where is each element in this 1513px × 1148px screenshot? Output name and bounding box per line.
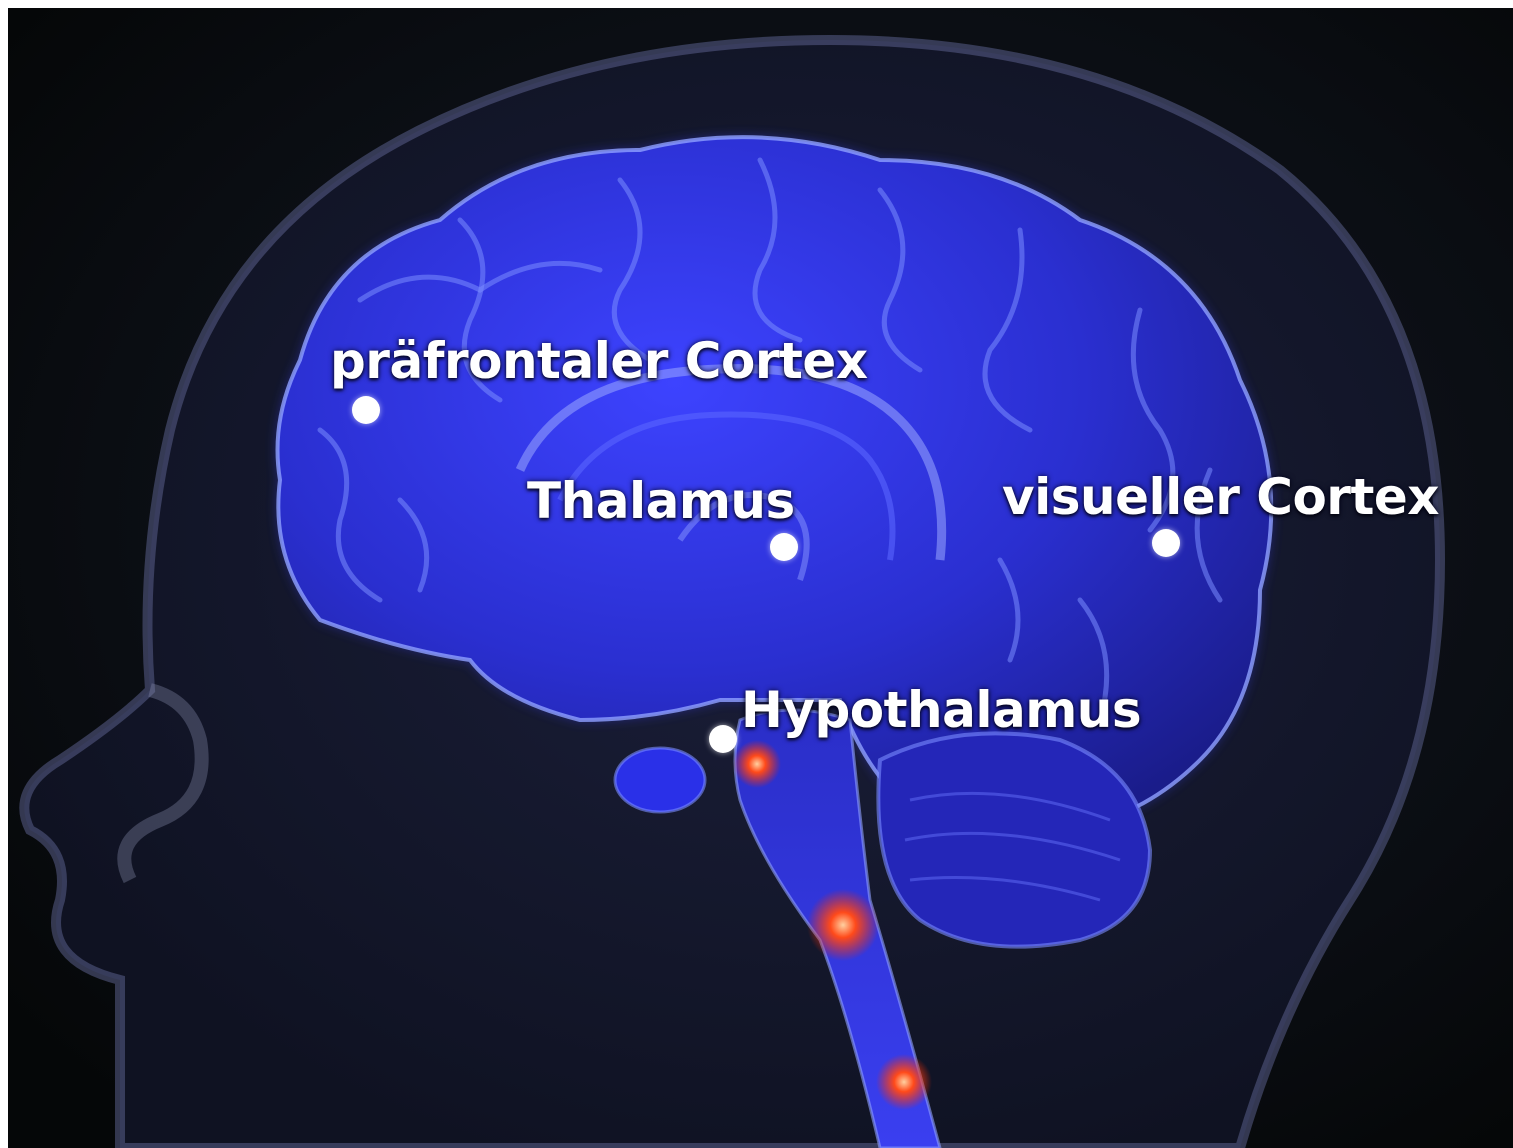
label-prefrontal-cortex: präfrontaler Cortex <box>330 336 868 386</box>
visual-cortex-marker <box>1152 529 1180 557</box>
activity-spot <box>733 740 781 788</box>
frame-left <box>0 0 8 1148</box>
thalamus-marker <box>770 533 798 561</box>
label-thalamus: Thalamus <box>527 476 795 526</box>
activity-spot <box>876 1054 932 1110</box>
prefrontal-cortex-marker <box>352 396 380 424</box>
frame-top <box>0 0 1513 8</box>
hypothalamus-marker <box>709 725 737 753</box>
label-visual-cortex: visueller Cortex <box>1002 472 1439 522</box>
activity-spot <box>807 889 879 961</box>
label-hypothalamus: Hypothalamus <box>741 685 1141 735</box>
